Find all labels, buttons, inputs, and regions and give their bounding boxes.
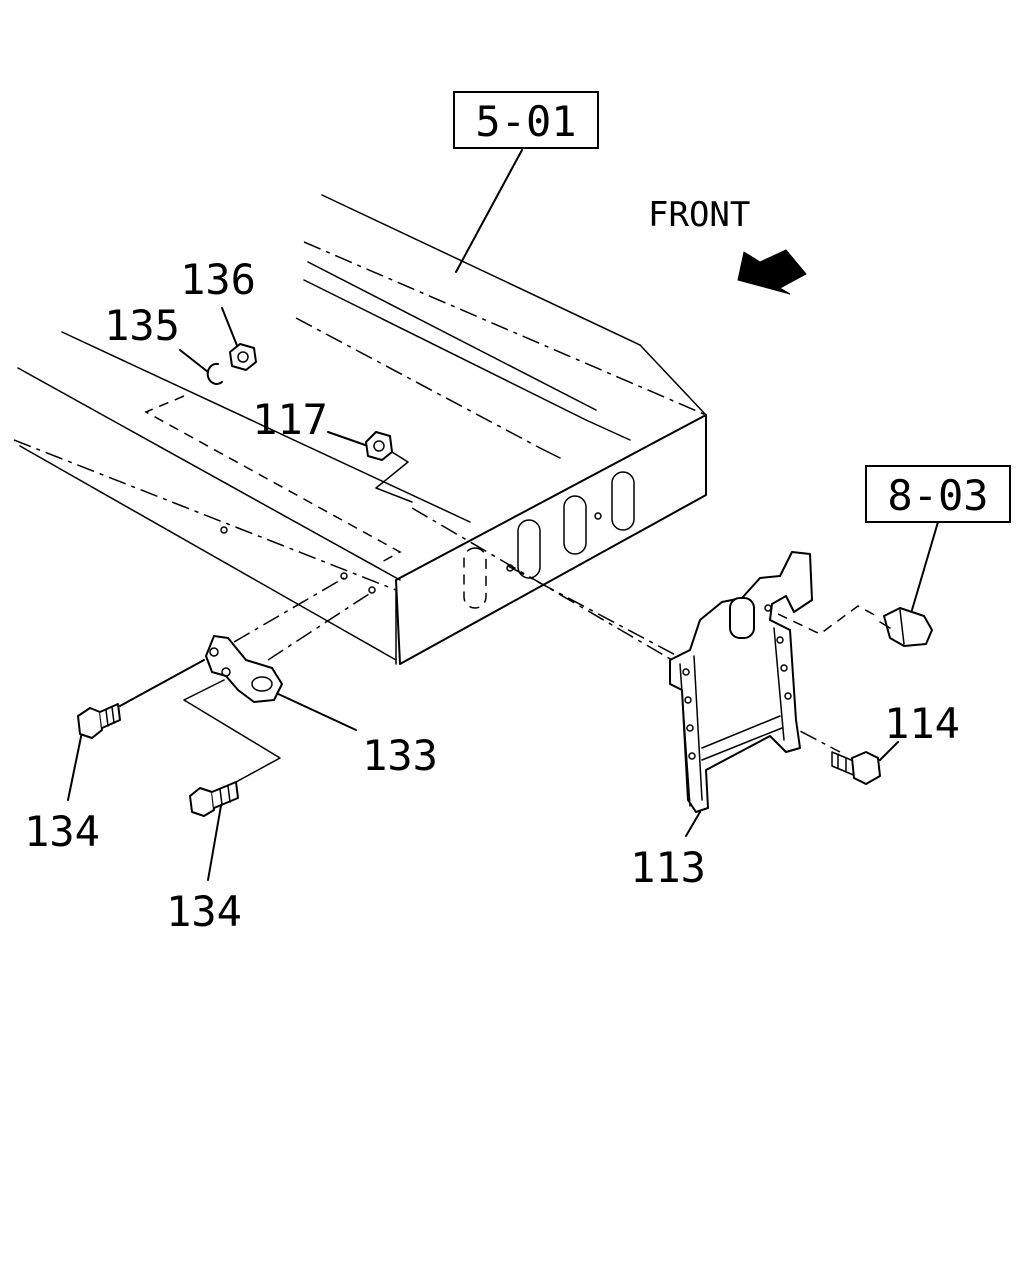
ref-box-8-03-label: 8-03 bbox=[887, 471, 988, 520]
bracket-113 bbox=[669, 551, 813, 813]
bolt-134-upper bbox=[77, 703, 121, 739]
callout-113[interactable]: 113 bbox=[630, 843, 706, 892]
callout-134-upper[interactable]: 134 bbox=[24, 807, 100, 856]
callout-133[interactable]: 133 bbox=[362, 731, 438, 780]
lamp-8-03 bbox=[879, 607, 933, 647]
callout-117[interactable]: 117 bbox=[252, 395, 328, 444]
nut-136 bbox=[229, 343, 257, 371]
frame-rails bbox=[13, 194, 707, 665]
front-label: FRONT bbox=[648, 195, 750, 235]
ref-box-5-01[interactable]: 5-01 bbox=[453, 91, 599, 149]
ref-box-5-01-label: 5-01 bbox=[475, 97, 576, 146]
washer-135 bbox=[206, 362, 223, 385]
ref-box-8-03[interactable]: 8-03 bbox=[865, 465, 1011, 523]
callout-134-lower[interactable]: 134 bbox=[166, 887, 242, 936]
bolt-114 bbox=[831, 751, 881, 785]
front-direction-arrow bbox=[737, 249, 807, 295]
callout-135[interactable]: 135 bbox=[104, 301, 180, 350]
nut-117 bbox=[365, 431, 393, 461]
bolt-134-lower bbox=[189, 781, 239, 817]
tow-hook-133 bbox=[205, 635, 283, 703]
callout-136[interactable]: 136 bbox=[180, 255, 256, 304]
assembly-lines bbox=[67, 149, 939, 881]
callout-114[interactable]: 114 bbox=[884, 699, 960, 748]
